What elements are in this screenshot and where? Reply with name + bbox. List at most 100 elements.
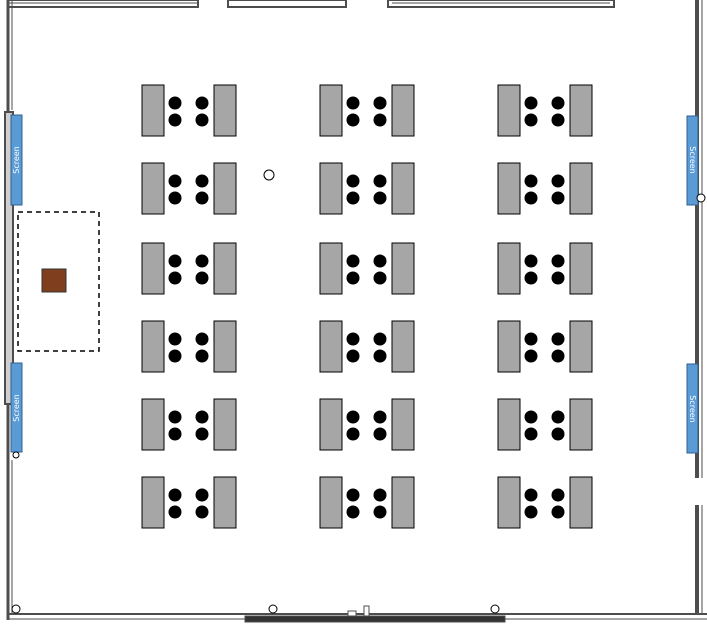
- chair: [524, 488, 538, 502]
- table: [141, 476, 165, 529]
- chair: [346, 96, 360, 110]
- screen-label: Screen: [12, 146, 21, 174]
- chair: [346, 254, 360, 268]
- chair: [373, 427, 387, 441]
- table: [497, 476, 521, 529]
- screen-panel: [10, 114, 23, 206]
- table: [319, 398, 343, 451]
- table: [497, 398, 521, 451]
- chair: [551, 410, 565, 424]
- chair: [168, 254, 182, 268]
- table: [391, 398, 415, 451]
- chair: [551, 96, 565, 110]
- chair: [346, 505, 360, 519]
- table: [497, 242, 521, 295]
- table: [391, 162, 415, 215]
- chair: [195, 113, 209, 127]
- chair: [524, 113, 538, 127]
- table: [141, 320, 165, 373]
- table: [319, 84, 343, 137]
- table: [569, 398, 593, 451]
- chair: [373, 349, 387, 363]
- chair: [551, 349, 565, 363]
- chair: [346, 174, 360, 188]
- seating-pod: [141, 398, 237, 451]
- table: [497, 162, 521, 215]
- chair: [168, 113, 182, 127]
- table: [391, 84, 415, 137]
- chair: [373, 96, 387, 110]
- seating-pod: [141, 84, 237, 137]
- chair: [195, 488, 209, 502]
- table: [569, 84, 593, 137]
- top-wall-segment: [387, 0, 615, 8]
- floor-outlet: [696, 193, 706, 203]
- chair: [195, 191, 209, 205]
- top-wall-segment: [227, 0, 347, 8]
- table: [497, 84, 521, 137]
- seating-pod: [319, 162, 415, 215]
- chair: [524, 349, 538, 363]
- chair: [551, 488, 565, 502]
- chair: [195, 505, 209, 519]
- chair: [346, 349, 360, 363]
- seating-pod: [319, 242, 415, 295]
- seating-pod: [141, 320, 237, 373]
- chair: [373, 254, 387, 268]
- chair: [551, 427, 565, 441]
- seating-pod: [319, 320, 415, 373]
- chair: [346, 332, 360, 346]
- seating-pod: [141, 162, 237, 215]
- table: [213, 398, 237, 451]
- chair: [373, 174, 387, 188]
- table: [569, 242, 593, 295]
- seating-pod: [141, 242, 237, 295]
- table: [319, 476, 343, 529]
- chair: [373, 113, 387, 127]
- floor-outlet: [490, 604, 500, 614]
- bottom-marker: [347, 610, 357, 617]
- table: [319, 320, 343, 373]
- chair: [373, 488, 387, 502]
- screen-right-top: Screen: [686, 115, 699, 206]
- table: [213, 320, 237, 373]
- table: [391, 242, 415, 295]
- chair: [195, 410, 209, 424]
- chair: [524, 191, 538, 205]
- left-wall-thick: [4, 111, 14, 405]
- table: [213, 162, 237, 215]
- seating-pod: [497, 84, 593, 137]
- chair: [195, 349, 209, 363]
- chair: [346, 113, 360, 127]
- screen-label: Screen: [688, 395, 697, 423]
- screen-right-bottom: Screen: [686, 363, 699, 454]
- chair: [524, 96, 538, 110]
- chair: [195, 427, 209, 441]
- chair: [168, 174, 182, 188]
- floor-outlet: [11, 604, 21, 614]
- chair: [373, 410, 387, 424]
- chair: [195, 174, 209, 188]
- chair: [524, 254, 538, 268]
- table: [569, 320, 593, 373]
- screen-label: Screen: [688, 146, 697, 174]
- chair: [195, 254, 209, 268]
- chair: [346, 191, 360, 205]
- chair: [195, 332, 209, 346]
- seating-pod: [497, 476, 593, 529]
- screen-label: Screen: [12, 394, 21, 422]
- chair: [524, 505, 538, 519]
- table: [141, 84, 165, 137]
- screen-panel: [686, 363, 699, 454]
- table: [213, 476, 237, 529]
- chair: [551, 254, 565, 268]
- chair: [168, 427, 182, 441]
- chair: [551, 332, 565, 346]
- seating-area: [141, 84, 593, 529]
- chair: [524, 332, 538, 346]
- chair: [373, 332, 387, 346]
- seating-pod: [319, 476, 415, 529]
- chair: [551, 271, 565, 285]
- podium: [41, 268, 67, 293]
- chair: [168, 191, 182, 205]
